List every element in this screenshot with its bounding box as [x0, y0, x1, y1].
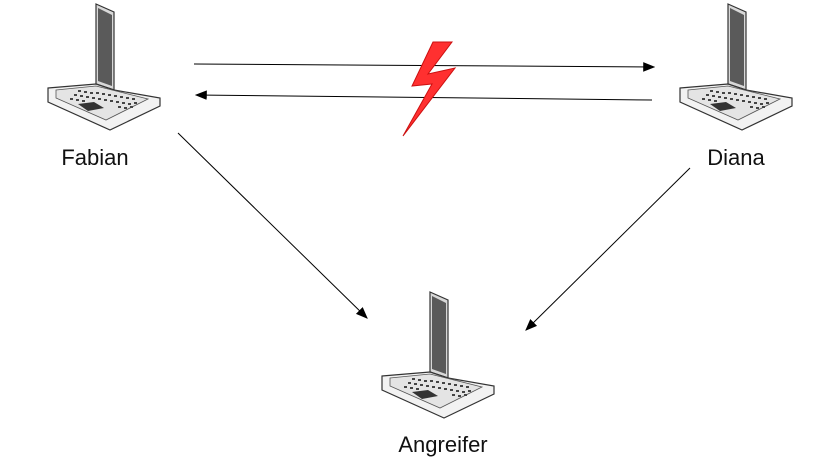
- lightning-bolt-icon: [402, 41, 457, 137]
- laptop-icon: [47, 3, 161, 131]
- arrow-fabian-to-attacker: [177, 132, 368, 319]
- label-fabian: Fabian: [61, 145, 128, 170]
- arrow-diana-to-attacker: [525, 167, 691, 331]
- laptop-icon: [381, 291, 495, 419]
- label-attacker: Angreifer: [398, 432, 487, 457]
- label-diana: Diana: [707, 145, 765, 170]
- laptop-icon: [679, 3, 793, 131]
